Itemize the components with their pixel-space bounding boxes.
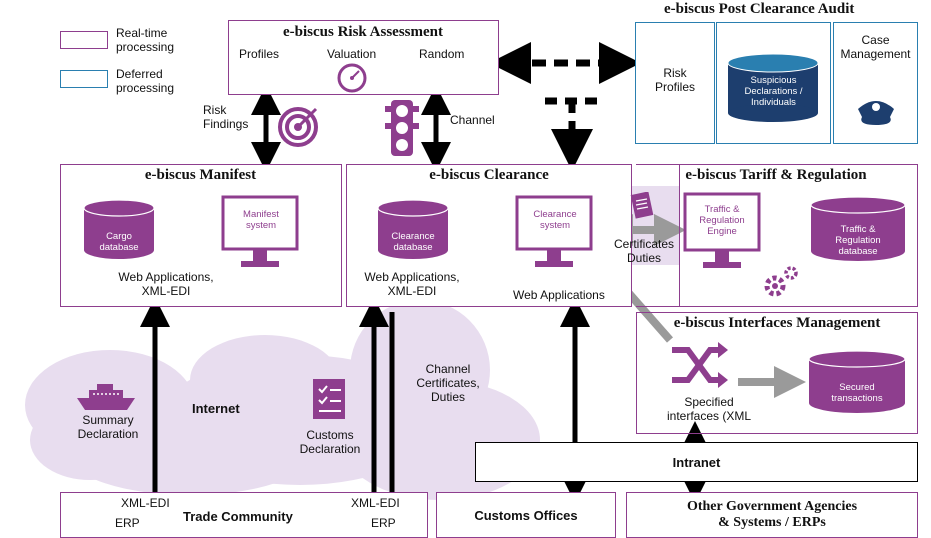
- intranet-box: Intranet: [475, 442, 918, 482]
- tariff-title: e-biscus Tariff & Regulation: [685, 167, 867, 183]
- audit-title: e-biscus Post Clearance Audit: [664, 1, 855, 17]
- trade-xml-edi-1: XML-EDI: [121, 496, 170, 510]
- case-management-label: Case Management: [840, 33, 911, 61]
- gauge-icon: [337, 63, 367, 93]
- internet-cloud: [25, 300, 540, 500]
- police-cap-icon: [858, 101, 894, 125]
- audit-case-box: Case Management: [833, 22, 918, 144]
- tariff-engine-label: Traffic & Regulation Engine: [699, 204, 745, 237]
- manifest-title: e-biscus Manifest: [144, 167, 257, 183]
- certificates-label: Certificates Duties: [613, 237, 675, 265]
- trade-community-label: Trade Community: [183, 509, 293, 524]
- intranet-label: Intranet: [672, 455, 721, 470]
- manifest-box: e-biscus Manifest Cargo database Manifes…: [60, 164, 342, 307]
- risk-findings-label: Risk Findings: [203, 103, 249, 131]
- ship-icon: [77, 384, 135, 410]
- customs-offices-box: Customs Offices: [436, 492, 616, 538]
- clearance-web1-label: Web Applications, XML-EDI: [364, 270, 460, 298]
- customs-offices-label: Customs Offices: [474, 508, 578, 523]
- risk-assessment-title: e-biscus Risk Assessment: [282, 24, 444, 40]
- tariff-db-label: Traffic & Regulation database: [835, 224, 881, 257]
- cargo-db-label: Cargo database: [99, 231, 139, 253]
- document-icon: [630, 192, 654, 219]
- trade-xml-edi-2: XML-EDI: [351, 496, 400, 510]
- clearance-web2-label: Web Applications: [513, 288, 605, 302]
- risk-random-label: Random: [419, 47, 465, 61]
- manifest-monitor-icon: [221, 195, 299, 267]
- manifest-system-label: Manifest system: [243, 209, 279, 231]
- tariff-db-icon: [810, 196, 906, 261]
- audit-risk-profiles-label: Risk Profiles: [654, 66, 695, 94]
- risk-valuation-label: Valuation: [327, 47, 377, 61]
- target-icon: [278, 107, 318, 147]
- trade-erp-1: ERP: [115, 516, 140, 530]
- legend-deferred-label: Deferred processing: [116, 67, 175, 95]
- risk-profiles-label: Profiles: [239, 47, 280, 61]
- legend-realtime-swatch: [60, 31, 108, 49]
- manifest-web-label: Web Applications, XML-EDI: [118, 270, 214, 298]
- suspicious-label: Suspicious Declarations / Individuals: [744, 75, 803, 108]
- tariff-frame: e-biscus Tariff & Regulation: [636, 164, 918, 307]
- channel-label: Channel: [450, 113, 495, 127]
- trade-erp-2: ERP: [371, 516, 396, 530]
- oga-label: Other Government Agencies & Systems / ER…: [686, 499, 858, 530]
- clearance-system-label: Clearance system: [533, 209, 577, 231]
- clearance-audit-dashed: [545, 97, 605, 150]
- suspicious-db-icon: [727, 53, 819, 122]
- clearance-db-label: Clearance database: [391, 231, 435, 253]
- legend-realtime-label: Real-time processing: [116, 26, 175, 54]
- interfaces-title: e-biscus Interfaces Management: [673, 315, 881, 331]
- clearance-title: e-biscus Clearance: [429, 167, 549, 183]
- oga-box: Other Government Agencies & Systems / ER…: [626, 492, 918, 538]
- customs-declaration-label: Customs Declaration: [299, 428, 361, 456]
- internet-label: Internet: [192, 401, 240, 416]
- legend-deferred-swatch: [60, 70, 108, 88]
- summary-declaration-label: Summary Declaration: [77, 413, 139, 441]
- tariff-monitor-icon: [683, 192, 761, 268]
- secured-label: Secured transactions: [831, 382, 883, 404]
- cargo-db-icon: [83, 199, 155, 259]
- specified-interfaces-label: Specified interfaces (XML: [666, 395, 752, 423]
- clearance-box: e-biscus Clearance Clearance database Cl…: [346, 164, 632, 307]
- channel-certificates-label: Channel Certificates, Duties: [416, 362, 480, 404]
- traffic-light-icon: [385, 100, 419, 156]
- gears-icon: [764, 266, 798, 297]
- trade-community-box: XML-EDI ERP Trade Community XML-EDI ERP: [60, 492, 428, 538]
- interfaces-box: e-biscus Interfaces Management: [636, 312, 918, 434]
- clearance-monitor-icon: [515, 195, 593, 267]
- audit-risk-profiles-box: Risk Profiles: [635, 22, 715, 144]
- clearance-db-icon: [377, 199, 449, 259]
- secured-db-icon: [808, 350, 906, 413]
- checklist-icon: [313, 379, 345, 419]
- audit-suspicious-box: Suspicious Declarations / Individuals: [716, 22, 831, 144]
- shuffle-icon: [672, 342, 728, 388]
- risk-assessment-box: e-biscus Risk Assessment Profiles Valuat…: [228, 20, 499, 95]
